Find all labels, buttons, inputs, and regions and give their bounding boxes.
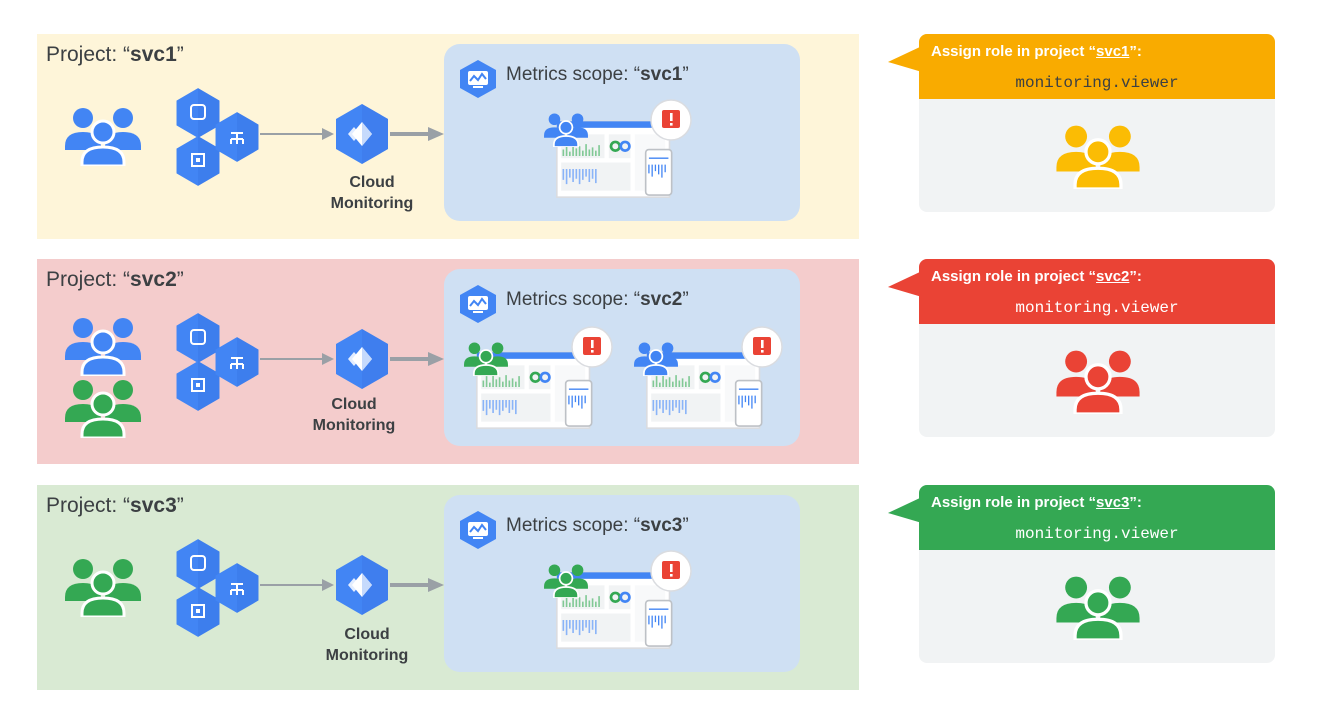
user-group-icon [65,553,141,617]
compute-engine-icon [175,586,221,638]
metrics-scope-title: Metrics scope: “svc1” [506,64,689,85]
compute-engine-icon [175,135,221,187]
user-group-icon [65,312,141,376]
user-group-icon [544,110,588,147]
arrow-to-monitoring [260,128,334,140]
alert-badge-icon [570,325,614,369]
callout-pointer [888,46,922,72]
role-instruction: Assign role in project “svc2”: [931,268,1142,285]
role-panel-header: Assign role in project “svc2”: monitorin… [919,259,1275,324]
kubernetes-icon [175,312,221,364]
user-group-icon [544,561,588,598]
alert-badge-icon [740,325,784,369]
user-group-icon [1056,119,1140,189]
monitoring-dashboard-icon [458,59,498,99]
metrics-scope-title: Metrics scope: “svc2” [506,289,689,310]
compute-engine-icon [175,360,221,412]
cloud-monitoring-icon [334,553,390,617]
metrics-scope-title: Metrics scope: “svc3” [506,515,689,536]
user-group-icon [65,374,141,438]
load-balancer-icon [214,111,260,163]
arrow-to-scope [390,352,444,366]
cloud-monitoring-icon [334,102,390,166]
user-group-icon [1056,570,1140,640]
kubernetes-icon [175,87,221,139]
role-panel-svc3: Assign role in project “svc3”: monitorin… [888,485,1275,663]
arrow-to-monitoring [260,353,334,365]
user-group-icon [1056,344,1140,414]
user-group-icon [65,102,141,166]
metrics-scope-panel: Metrics scope: “svc2” [444,269,800,446]
user-group-icon [634,339,678,376]
project-title: Project: “svc2” [46,268,184,291]
project-title: Project: “svc3” [46,494,184,517]
user-group-icon [464,339,508,376]
alert-badge-icon [649,549,693,593]
load-balancer-icon [214,336,260,388]
role-panel-svc1: Assign role in project “svc1”: monitorin… [888,34,1275,212]
cloud-monitoring-icon [334,327,390,391]
role-name: monitoring.viewer [1015,525,1179,543]
role-name: monitoring.viewer [1015,74,1179,92]
role-instruction: Assign role in project “svc3”: [931,494,1142,511]
role-panel-header: Assign role in project “svc1”: monitorin… [919,34,1275,99]
arrow-to-monitoring [260,579,334,591]
arrow-to-scope [390,578,444,592]
callout-pointer [888,271,922,297]
role-panel-svc2: Assign role in project “svc2”: monitorin… [888,259,1275,437]
metrics-scope-panel: Metrics scope: “svc1” [444,44,800,221]
arrow-to-scope [390,127,444,141]
load-balancer-icon [214,562,260,614]
monitoring-dashboard-icon [458,510,498,550]
role-panel-header: Assign role in project “svc3”: monitorin… [919,485,1275,550]
project-title: Project: “svc1” [46,43,184,66]
monitoring-dashboard-icon [458,284,498,324]
callout-pointer [888,497,922,523]
role-name: monitoring.viewer [1015,299,1179,317]
role-instruction: Assign role in project “svc1”: [931,43,1142,60]
kubernetes-icon [175,538,221,590]
metrics-scope-panel: Metrics scope: “svc3” [444,495,800,672]
alert-badge-icon [649,98,693,142]
